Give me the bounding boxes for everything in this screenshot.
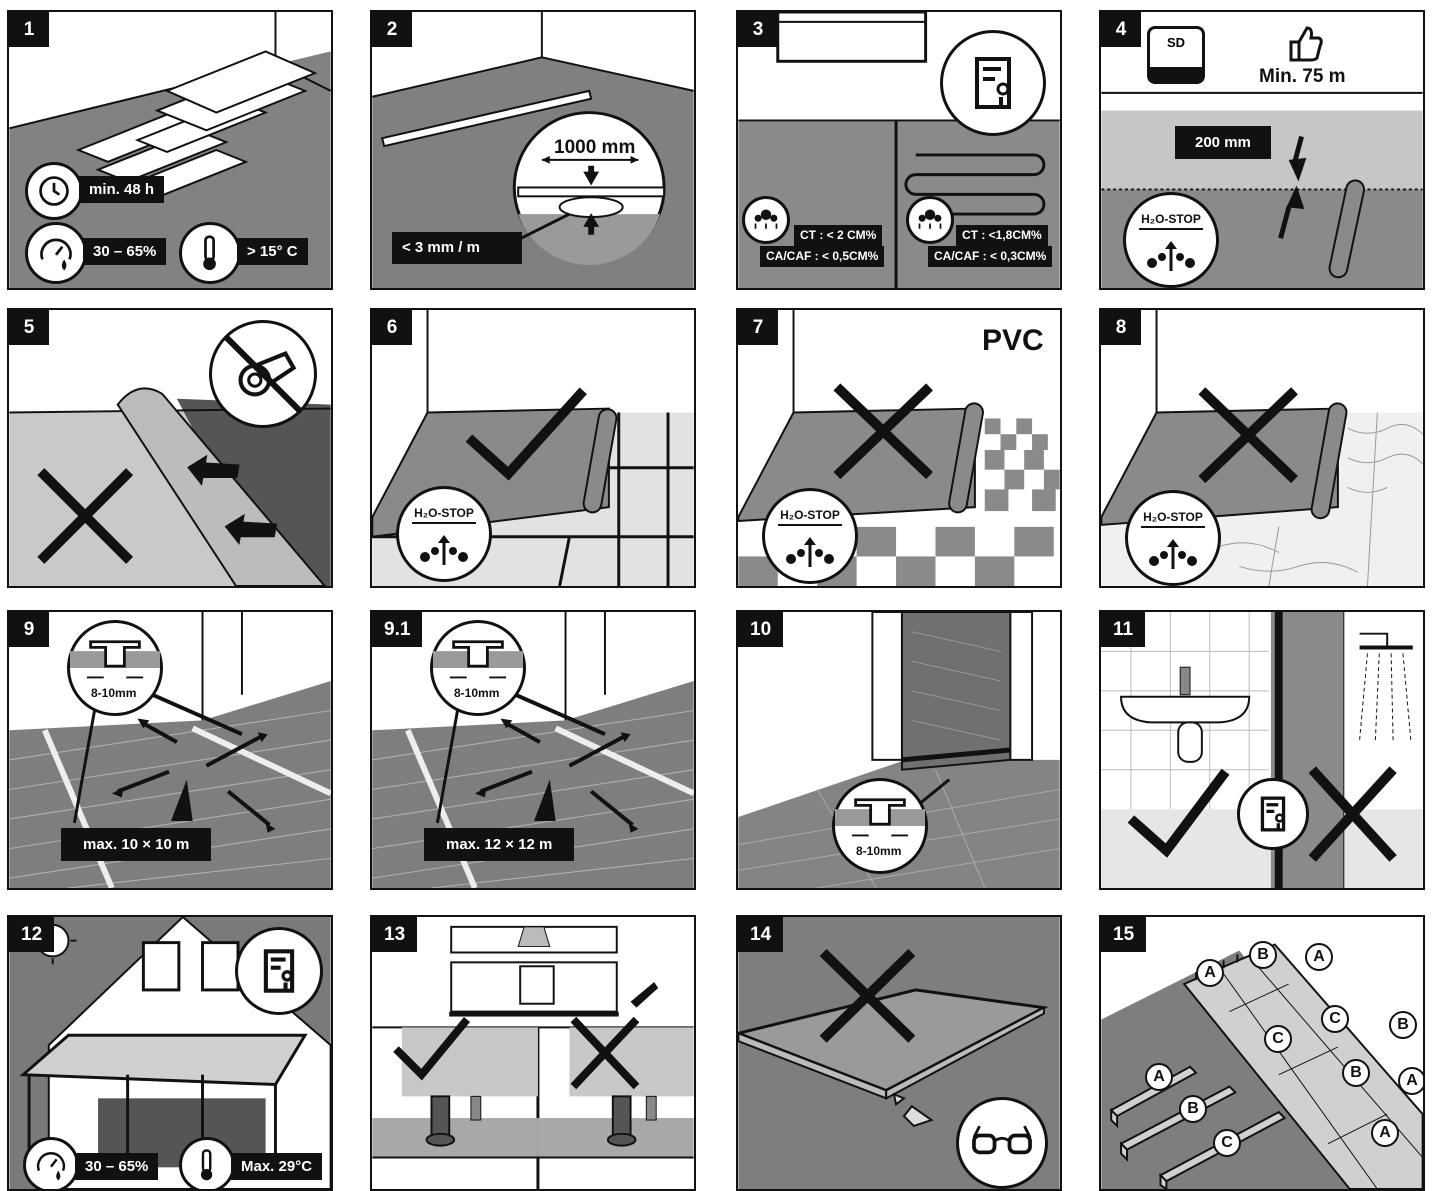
ca-limit-right: CA/CAF : < 0,3CM% bbox=[928, 246, 1052, 267]
sd-value-icon: SD bbox=[1147, 26, 1205, 84]
h2o-stop-label: H₂O-STOP bbox=[1141, 510, 1205, 528]
step-number: 2 bbox=[372, 12, 412, 47]
h2o-stop-label: H₂O-STOP bbox=[778, 508, 842, 526]
panel-step-14: 14 bbox=[736, 915, 1062, 1191]
expansion-profile-icon bbox=[67, 620, 163, 716]
ca-limit-left: CA/CAF : < 0,5CM% bbox=[760, 246, 884, 267]
grade-letter-b: B bbox=[1389, 1011, 1417, 1039]
info-document-icon bbox=[235, 927, 323, 1015]
panel-step-4: 4 SD Min. 75 m 200 mm H₂O-STOP bbox=[1099, 10, 1425, 290]
step-number: 14 bbox=[738, 917, 783, 952]
h2o-stop-badge: H₂O-STOP bbox=[762, 488, 858, 584]
humidity-label: 30 – 65% bbox=[83, 238, 166, 265]
gap-label: 8-10mm bbox=[856, 844, 901, 858]
step-number: 15 bbox=[1101, 917, 1146, 952]
span-label: 1000 mm bbox=[554, 137, 635, 159]
step-number: 13 bbox=[372, 917, 417, 952]
h2o-stop-badge: H₂O-STOP bbox=[396, 486, 492, 582]
humidity-label: 30 – 65% bbox=[75, 1153, 158, 1180]
min-length-label: Min. 75 m bbox=[1259, 66, 1346, 88]
info-document-icon bbox=[940, 30, 1046, 136]
step-number: 11 bbox=[1101, 612, 1145, 647]
panel-step-7: 7 PVC H₂O-STOP bbox=[736, 308, 1062, 588]
temperature-label: > 15° C bbox=[237, 238, 308, 265]
thumbs-up-icon bbox=[1285, 24, 1325, 64]
max-area-label: max. 10 × 10 m bbox=[61, 828, 211, 861]
grade-letter-a: A bbox=[1305, 943, 1333, 971]
panel-step-8: 8 H₂O-STOP bbox=[1099, 308, 1425, 588]
step-number: 4 bbox=[1101, 12, 1141, 47]
panel-step-1: 1 min. 48 h 30 – 65% > 15° C bbox=[7, 10, 333, 290]
thermometer-icon bbox=[179, 222, 241, 284]
sd-label: SD bbox=[1150, 35, 1202, 50]
overlap-label: 200 mm bbox=[1175, 126, 1271, 159]
panel-step-3: 3 CT : < 2 CM% CA/CAF : < 0,5CM% CT : <1… bbox=[736, 10, 1062, 290]
h2o-stop-label: H₂O-STOP bbox=[1139, 212, 1203, 230]
ct-limit-right: CT : <1,8CM% bbox=[956, 225, 1048, 246]
panel-step-5: 5 bbox=[7, 308, 333, 588]
step-number: 12 bbox=[9, 917, 54, 952]
panel-step-9: 9 8-10mm max. 10 × 10 m bbox=[7, 610, 333, 890]
gap-label: 8-10mm bbox=[91, 686, 136, 700]
step-number: 3 bbox=[738, 12, 778, 47]
grade-letter-a: A bbox=[1196, 959, 1224, 987]
ct-limit-left: CT : < 2 CM% bbox=[794, 225, 882, 246]
grade-letter-c: C bbox=[1213, 1129, 1241, 1157]
grade-letter-b: B bbox=[1249, 941, 1277, 969]
moisture-drop-icon bbox=[742, 196, 790, 244]
step-number: 9 bbox=[9, 612, 49, 647]
step-number: 8 bbox=[1101, 310, 1141, 345]
max-area-label: max. 12 × 12 m bbox=[424, 828, 574, 861]
expansion-profile-icon bbox=[832, 778, 928, 874]
humidity-gauge-icon bbox=[25, 222, 87, 284]
step-number: 10 bbox=[738, 612, 783, 647]
grade-letter-b: B bbox=[1179, 1095, 1207, 1123]
panel-step-12: 12 30 – 65% Max. 29°C bbox=[7, 915, 333, 1191]
panel-step-13: 13 bbox=[370, 915, 696, 1191]
panel-step-9-1: 9.1 8-10mm max. 12 × 12 m bbox=[370, 610, 696, 890]
grade-letter-a: A bbox=[1371, 1119, 1399, 1147]
panel-step-15: 15 A B A C C B B A A A B C bbox=[1099, 915, 1425, 1191]
h2o-stop-badge: H₂O-STOP bbox=[1125, 490, 1221, 586]
step-number: 9.1 bbox=[372, 612, 422, 647]
clock-icon bbox=[25, 162, 83, 220]
gap-label: 8-10mm bbox=[454, 686, 499, 700]
grade-letter-c: C bbox=[1264, 1025, 1292, 1053]
tolerance-label: < 3 mm / m bbox=[392, 232, 522, 264]
no-roll-icon bbox=[209, 320, 317, 428]
temperature-label: Max. 29°C bbox=[231, 1153, 322, 1180]
h2o-stop-label: H₂O-STOP bbox=[412, 506, 476, 524]
panel-step-11: 11 bbox=[1099, 610, 1425, 890]
info-document-icon bbox=[1237, 778, 1309, 850]
step-number: 5 bbox=[9, 310, 49, 345]
grade-letter-a: A bbox=[1145, 1063, 1173, 1091]
grade-letter-a: A bbox=[1398, 1067, 1425, 1095]
panel-step-2: 2 1000 mm < 3 mm / m bbox=[370, 10, 696, 290]
grade-letter-b: B bbox=[1342, 1059, 1370, 1087]
thermometer-icon bbox=[179, 1137, 235, 1191]
glasses-icon bbox=[956, 1097, 1048, 1189]
expansion-profile-icon bbox=[430, 620, 526, 716]
step-number: 1 bbox=[9, 12, 49, 47]
humidity-gauge-icon bbox=[23, 1137, 79, 1191]
material-label: PVC bbox=[982, 324, 1044, 358]
moisture-drop-icon bbox=[906, 196, 954, 244]
kitchen-feet-illustration bbox=[372, 917, 694, 1189]
time-label: min. 48 h bbox=[79, 176, 164, 203]
h2o-stop-badge: H₂O-STOP bbox=[1123, 192, 1219, 288]
step-number: 7 bbox=[738, 310, 778, 345]
grade-letter-c: C bbox=[1321, 1005, 1349, 1033]
panel-step-6: 6 H₂O-STOP bbox=[370, 308, 696, 588]
panel-step-10: 10 8-10mm bbox=[736, 610, 1062, 890]
step-number: 6 bbox=[372, 310, 412, 345]
